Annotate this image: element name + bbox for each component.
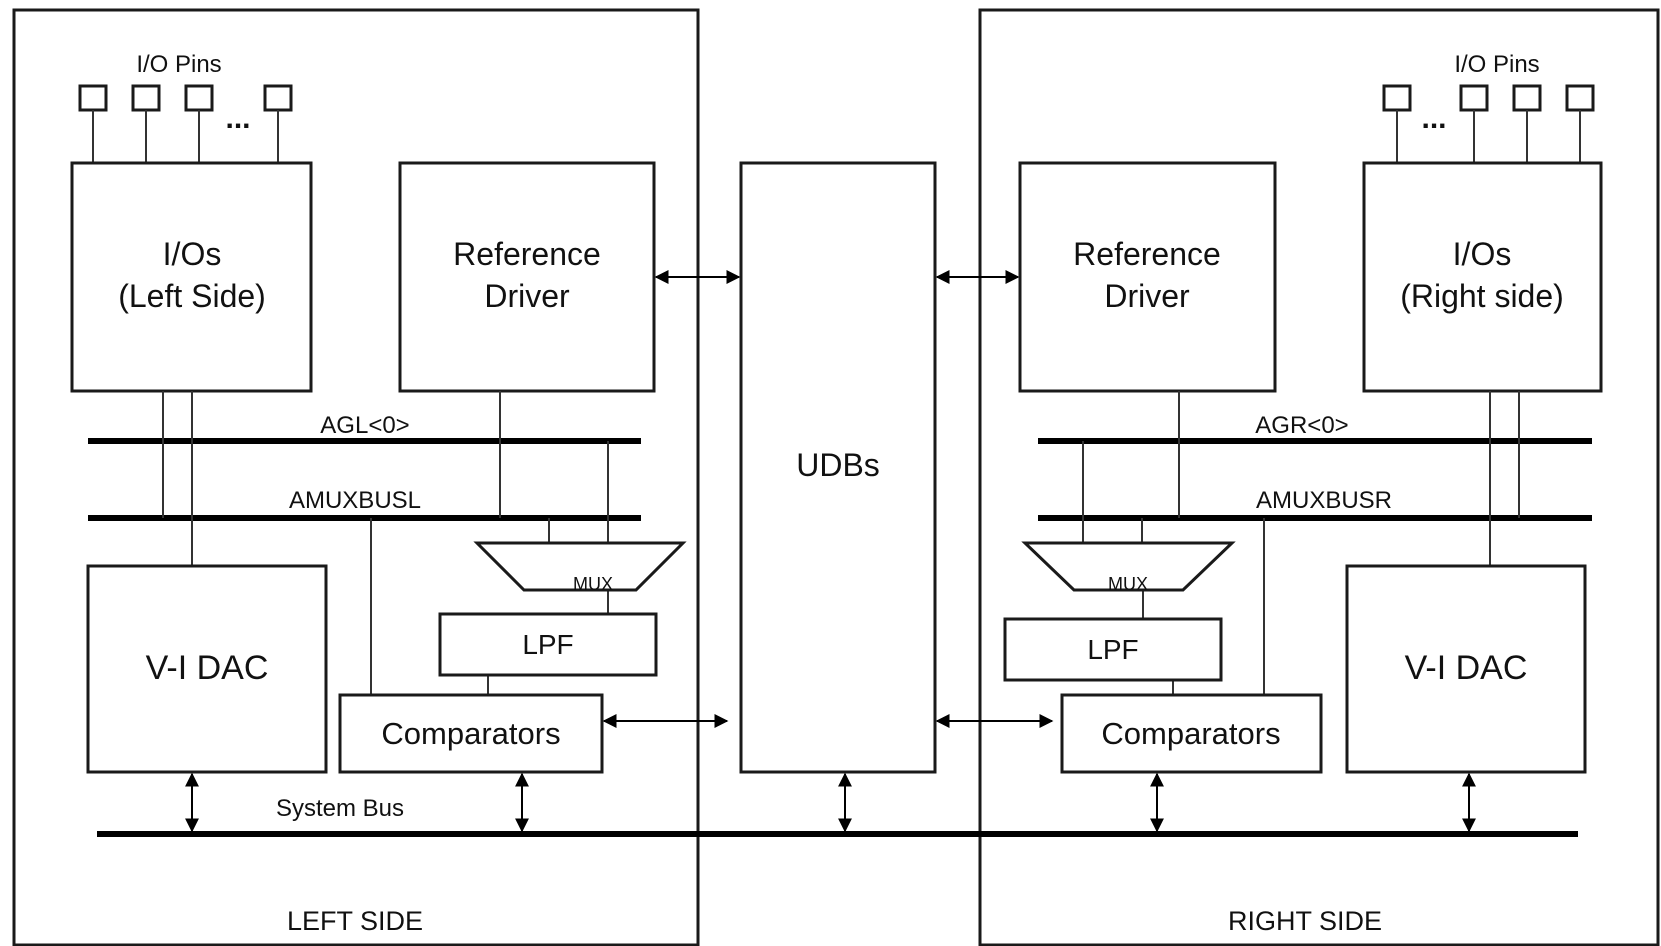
right-mux-label: MUX bbox=[1108, 574, 1148, 594]
left-reference-label: Reference bbox=[453, 236, 601, 272]
left-io-pins-label: I/O Pins bbox=[136, 51, 221, 78]
right-vi-dac-block bbox=[1345, 564, 1587, 774]
left-ios-title: I/Os bbox=[163, 236, 222, 272]
agr-bus-label: AGR<0> bbox=[1255, 412, 1348, 439]
right-reference-label: Reference bbox=[1073, 236, 1221, 272]
right-comparators-label: Comparators bbox=[1101, 716, 1280, 751]
left-driver-label: Driver bbox=[484, 278, 570, 314]
left-side-label: LEFT SIDE bbox=[287, 906, 423, 936]
left-lpf-label: LPF bbox=[522, 629, 573, 660]
left-lpf-block bbox=[438, 612, 658, 677]
left-comparators-block bbox=[338, 693, 604, 774]
left-pins-ellipsis: ... bbox=[225, 102, 250, 135]
amuxbusr-label: AMUXBUSR bbox=[1256, 487, 1392, 514]
right-mux bbox=[1021, 541, 1236, 592]
right-reference-driver-block bbox=[1018, 161, 1277, 393]
right-side-label: RIGHT SIDE bbox=[1228, 906, 1382, 936]
left-side-region bbox=[12, 8, 700, 946]
left-reference-driver-block bbox=[398, 161, 656, 393]
right-side-region bbox=[978, 8, 1660, 946]
left-ios-block bbox=[70, 161, 313, 393]
udb-link-arrows bbox=[602, 270, 1054, 728]
left-mux bbox=[473, 541, 687, 592]
right-io-pins-label: I/O Pins bbox=[1454, 51, 1539, 78]
right-pins-ellipsis: ... bbox=[1421, 102, 1446, 135]
system-bus-arrows bbox=[185, 772, 1476, 833]
system-bus-label: System Bus bbox=[276, 795, 404, 822]
right-comparators-block bbox=[1060, 693, 1323, 774]
udbs-label: UDBs bbox=[796, 447, 880, 483]
right-driver-label: Driver bbox=[1104, 278, 1190, 314]
right-ios-block bbox=[1362, 161, 1603, 393]
right-wires bbox=[1082, 391, 1520, 695]
right-io-pins bbox=[1382, 84, 1595, 163]
left-wires bbox=[162, 391, 609, 695]
left-mux-label: MUX bbox=[573, 574, 613, 594]
left-io-pins bbox=[78, 84, 293, 163]
right-vi-dac-label: V-I DAC bbox=[1405, 649, 1528, 687]
left-vi-dac-block bbox=[86, 564, 328, 774]
right-ios-subtitle: (Right side) bbox=[1400, 278, 1564, 314]
agl-bus-label: AGL<0> bbox=[320, 412, 409, 439]
left-comparators-label: Comparators bbox=[381, 716, 560, 751]
amuxbusl-label: AMUXBUSL bbox=[289, 487, 421, 514]
right-lpf-block bbox=[1003, 617, 1223, 682]
right-lpf-label: LPF bbox=[1087, 634, 1138, 665]
right-ios-title: I/Os bbox=[1453, 236, 1512, 272]
udbs-block bbox=[739, 161, 937, 774]
left-vi-dac-label: V-I DAC bbox=[146, 649, 269, 687]
left-ios-subtitle: (Left Side) bbox=[118, 278, 266, 314]
